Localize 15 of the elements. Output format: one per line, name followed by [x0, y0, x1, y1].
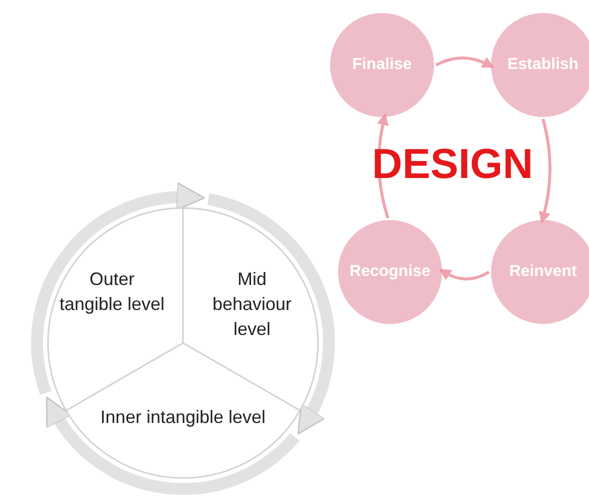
stage-label: Reinvent: [509, 262, 577, 282]
stage-label: Finalise: [352, 55, 412, 75]
level-label: Mid behaviour level: [211, 268, 293, 341]
arrow: [206, 193, 335, 436]
arrow: [435, 56, 494, 68]
level-label: Inner intangible level: [99, 406, 267, 429]
level-label: Outer tangible level: [58, 268, 166, 316]
arrow: [438, 269, 490, 280]
center-title: DESIGN: [372, 140, 534, 188]
arrow: [45, 396, 300, 495]
stage-label: Establish: [507, 55, 579, 75]
stage-label: Recognise: [350, 262, 430, 282]
arrow: [376, 113, 390, 218]
arrow: [31, 182, 206, 395]
arrow: [538, 118, 552, 224]
